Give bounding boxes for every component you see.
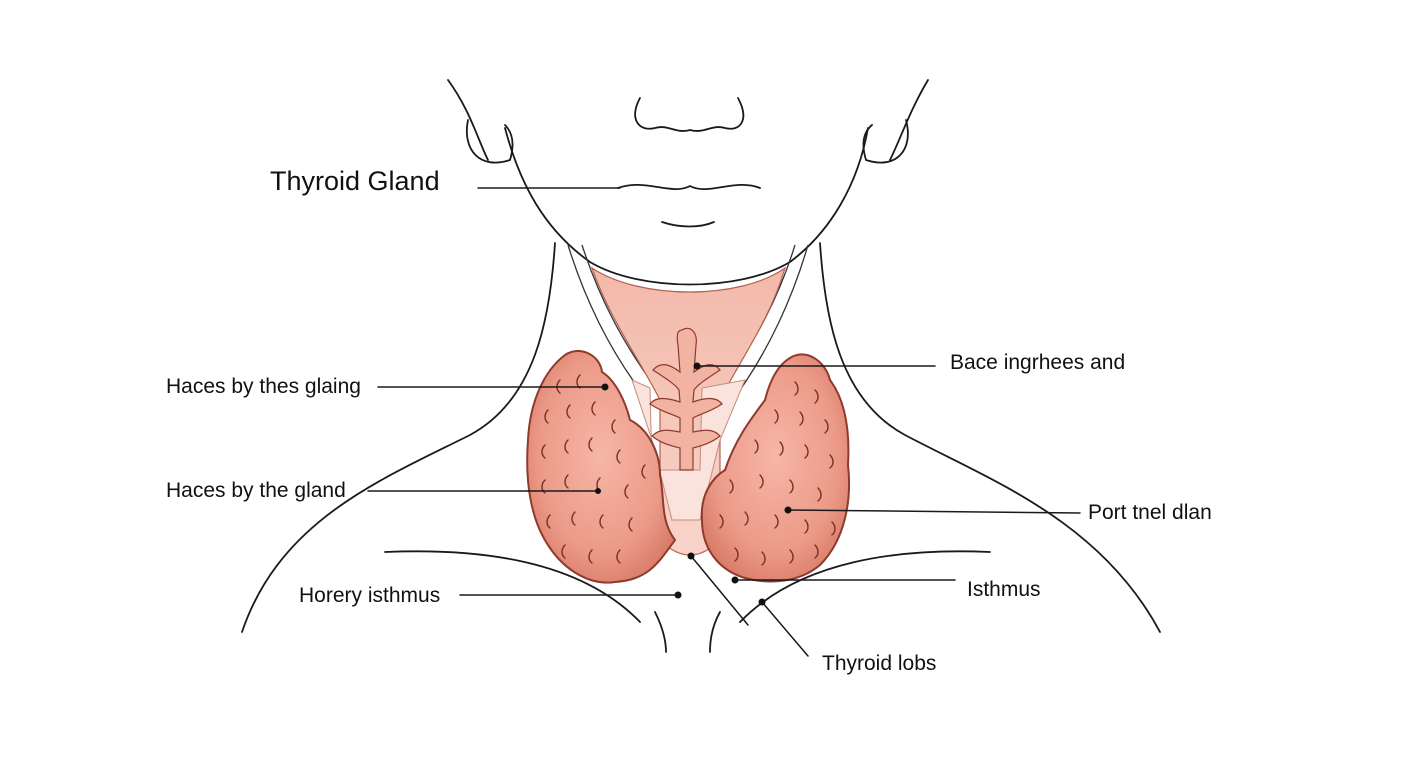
head-outline [447, 79, 929, 286]
label-right-middle: Port tnel dlan [1088, 501, 1212, 524]
thyroid-right-lobe [700, 353, 851, 583]
thyroid-left-lobe [526, 350, 677, 584]
dot-left-middle [595, 488, 601, 494]
dot-right-lower [731, 576, 739, 584]
leader-bottom-right-a [690, 555, 749, 626]
dot-bottom-right-a [687, 552, 695, 560]
label-left-lower: Horery isthmus [299, 584, 440, 607]
labels: Thyroid Gland Haces by thes glaing Haces… [166, 166, 1212, 675]
label-bottom-right: Thyroid lobs [822, 652, 936, 675]
leader-right-middle [787, 509, 1081, 514]
dot-left-lower [674, 591, 682, 599]
label-left-middle: Haces by the gland [166, 479, 346, 502]
label-right-upper: Bace ingrhees and [950, 351, 1125, 374]
dot-bottom-right-b [758, 598, 766, 606]
label-left-upper: Haces by thes glaing [166, 375, 361, 398]
label-right-lower: Isthmus [967, 578, 1041, 601]
dot-right-middle [784, 506, 792, 514]
diagram-title: Thyroid Gland [270, 166, 440, 196]
dot-left-upper [601, 383, 609, 391]
leader-lines [367, 187, 1081, 657]
leader-bottom-right-b [761, 601, 809, 657]
dot-right-upper [693, 362, 701, 370]
